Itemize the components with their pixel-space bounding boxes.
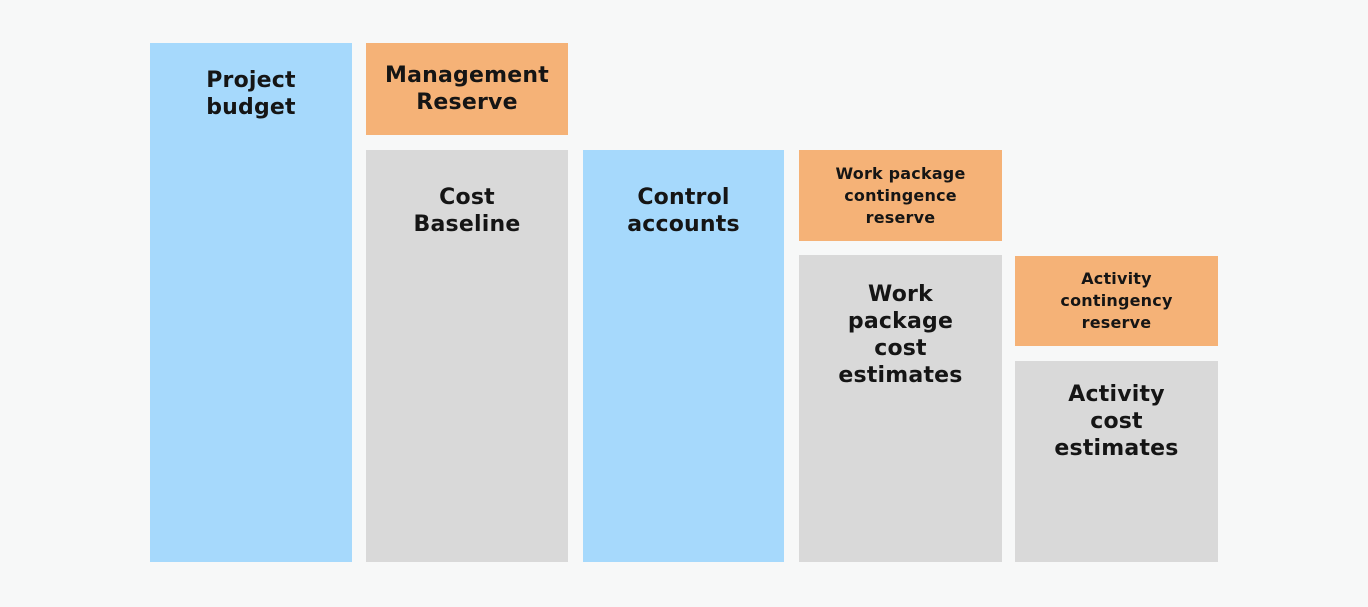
control-accounts-label: Control accounts <box>627 185 740 237</box>
control-accounts-box: Control accounts <box>583 150 784 562</box>
activity-cost-estimates-label: Activity cost estimates <box>1054 382 1179 461</box>
cost-baseline-label: Cost Baseline <box>413 185 521 237</box>
work-package-contingence-reserve-label: Work package contingence reserve <box>835 163 966 227</box>
work-package-contingence-reserve-box: Work package contingence reserve <box>799 150 1002 241</box>
cost-baseline-box: Cost Baseline <box>366 150 568 562</box>
activity-contingency-reserve-box: Activity contingency reserve <box>1015 256 1218 346</box>
work-package-cost-estimates-label: Work package cost estimates <box>838 282 963 388</box>
project-budget-box: Project budget <box>150 43 352 562</box>
management-reserve-label: Management Reserve <box>385 63 549 115</box>
activity-cost-estimates-box: Activity cost estimates <box>1015 361 1218 562</box>
activity-contingency-reserve-label: Activity contingency reserve <box>1060 269 1173 332</box>
project-budget-label: Project budget <box>206 68 296 120</box>
work-package-cost-estimates-box: Work package cost estimates <box>799 255 1002 562</box>
management-reserve-box: Management Reserve <box>366 43 568 135</box>
